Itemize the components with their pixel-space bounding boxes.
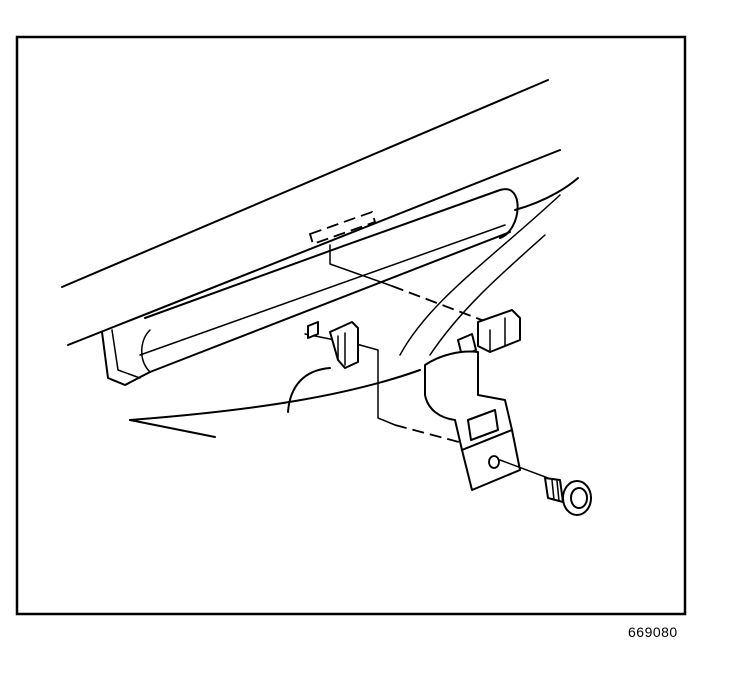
rear-fascia — [61, 79, 579, 438]
retainer-clip — [307, 321, 359, 369]
mounting-bracket — [424, 309, 521, 491]
diagram-border — [15, 35, 687, 616]
push-in-retainer-screw — [499, 459, 592, 516]
bolt-hole — [488, 455, 500, 469]
figure-id-label: 669080 — [628, 624, 678, 640]
mounting-slot — [308, 210, 377, 246]
